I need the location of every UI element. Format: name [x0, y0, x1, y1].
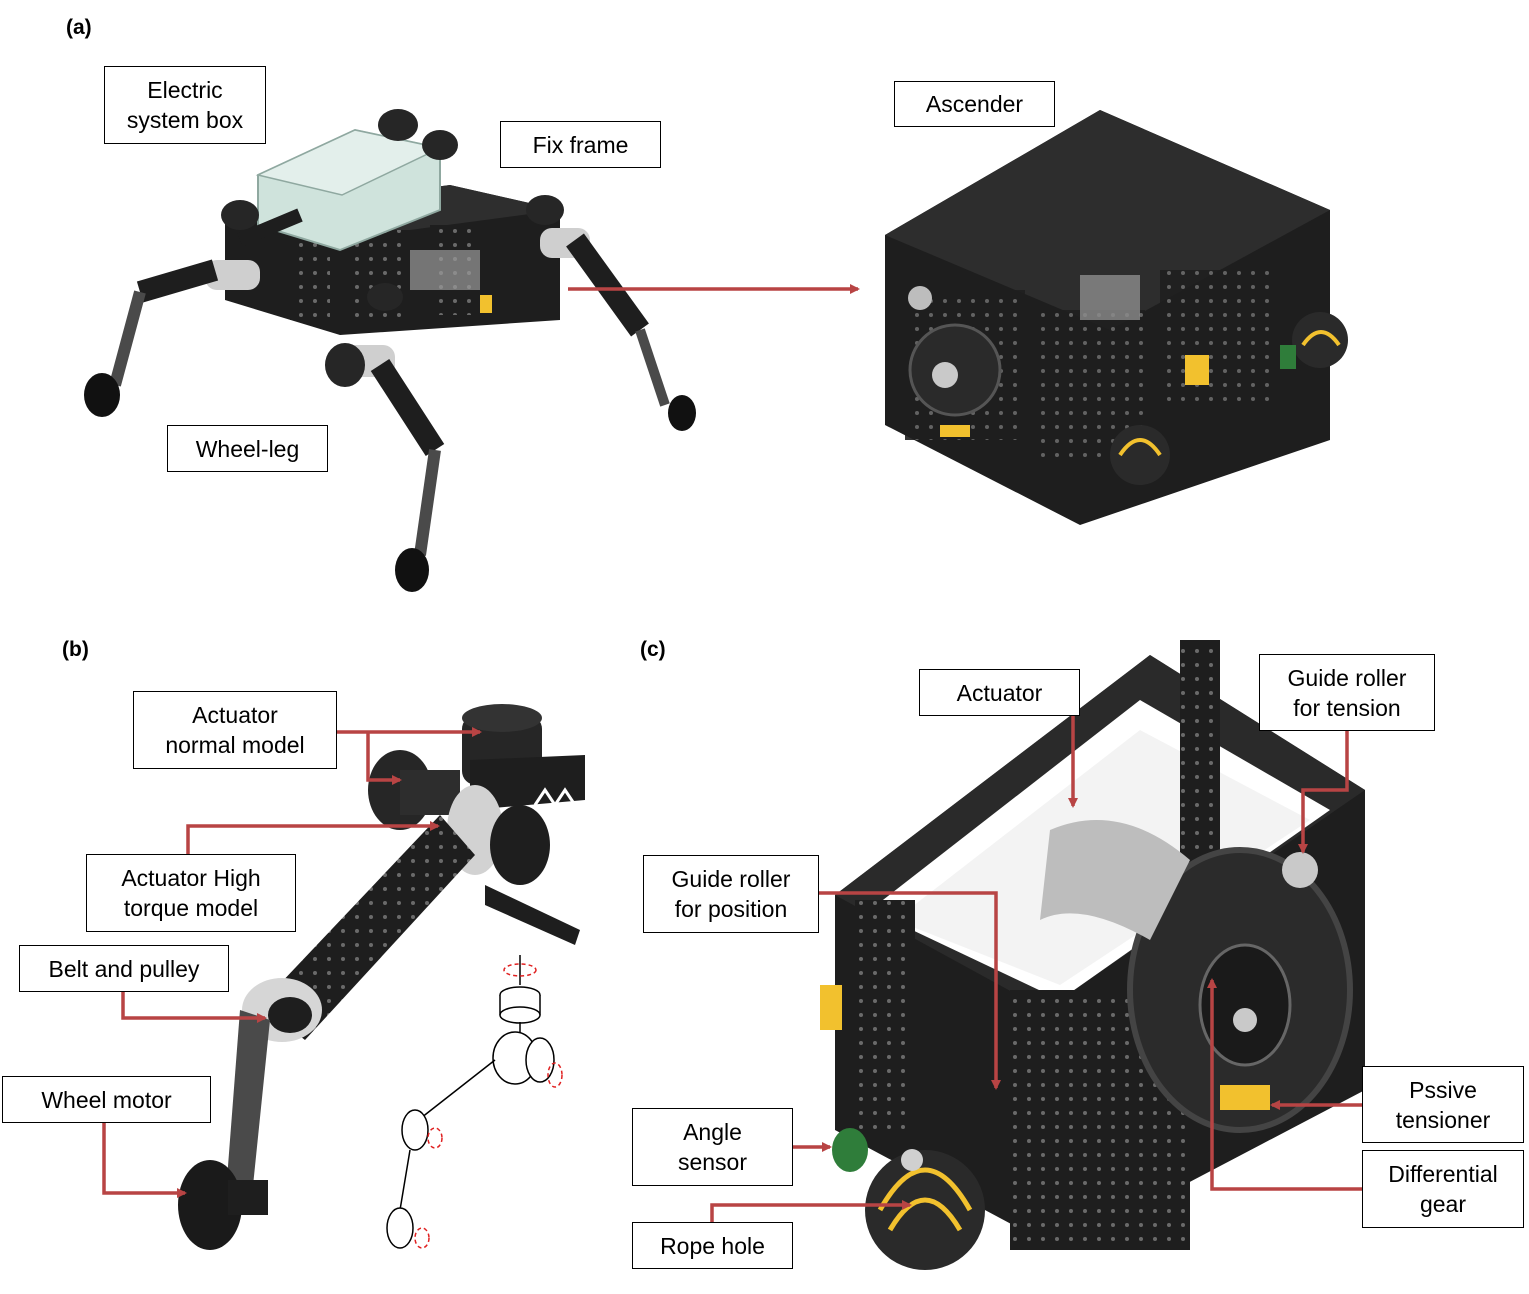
callout-electric-system-box: Electric system box [104, 66, 266, 144]
panel-label-c: (c) [640, 638, 666, 661]
callout-wheel-motor: Wheel motor [2, 1076, 211, 1123]
callout-actuator-normal-model: Actuator normal model [133, 691, 337, 769]
callout-guide-roller-for-tension: Guide roller for tension [1259, 654, 1435, 731]
panel-label-b: (b) [62, 638, 89, 661]
callout-wheel-leg: Wheel-leg [167, 425, 328, 472]
callout-ascender: Ascender [894, 81, 1055, 127]
robot-quadruped-render [84, 109, 696, 592]
callout-rope-hole: Rope hole [632, 1222, 793, 1269]
ascender-render [885, 110, 1348, 525]
callout-fix-frame: Fix frame [500, 121, 661, 168]
callout-actuator: Actuator [919, 669, 1080, 716]
callout-belt-and-pulley: Belt and pulley [19, 945, 229, 992]
panel-label-a: (a) [66, 16, 92, 39]
callout-angle-sensor: Angle sensor [632, 1108, 793, 1186]
wheel-leg-render [178, 704, 585, 1250]
callout-guide-roller-for-position: Guide roller for position [643, 855, 819, 933]
callout-differential-gear: Differential gear [1362, 1150, 1524, 1228]
callout-actuator-high-torque-model: Actuator High torque model [86, 854, 296, 932]
ascender-detail-render [820, 640, 1365, 1270]
kinematic-schematic [386, 955, 563, 1249]
callout-pssive-tensioner: Pssive tensioner [1362, 1066, 1524, 1143]
